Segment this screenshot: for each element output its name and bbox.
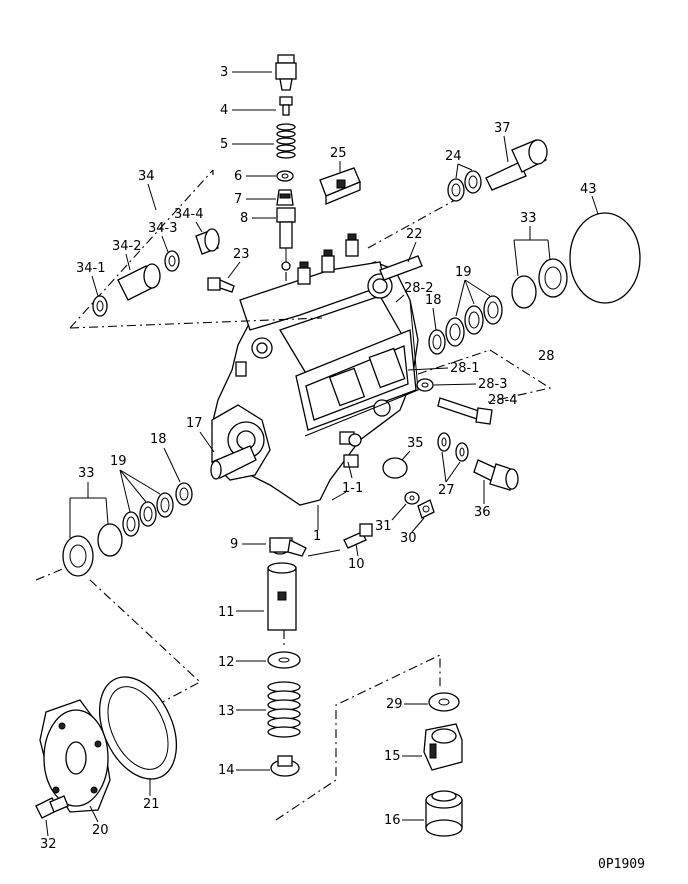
callout-12: 12 [218,655,235,670]
callout-34-1: 34-1 [76,261,106,276]
part-5-spring [276,123,296,159]
part-32-bolt [35,795,69,819]
callout-7: 7 [234,192,242,207]
part-20-flange [39,699,111,813]
callout-22: 22 [406,227,423,242]
part-31-washer [404,491,420,505]
callout-31: 31 [375,519,392,534]
callout-34-3: 34-3 [148,221,178,236]
callout-29: 29 [386,697,403,712]
part-24-washers [447,170,482,202]
callout-8: 8 [240,211,248,226]
part-outlet-fittings [297,233,359,285]
part-36-bolt [473,459,519,491]
callout-20: 20 [92,823,109,838]
part-35-cap [382,457,408,479]
callout-37: 37 [494,121,511,136]
callout-33-left: 33 [78,466,95,481]
callout-36: 36 [474,505,491,520]
callout-10: 10 [348,557,365,572]
part-3-valve-holder [275,54,297,91]
part-15-control-block [423,723,463,771]
part-23-screw [207,277,235,293]
callout-34-4: 34-4 [174,207,204,222]
callout-14: 14 [218,763,235,778]
part-27-washers [437,432,469,462]
callout-19-left: 19 [110,454,127,469]
part-34-2-cap-nut [117,263,161,301]
part-19-shims-left [122,492,174,537]
part-11-sleeve [267,562,297,631]
callout-28-1: 28-1 [450,361,480,376]
part-43-o-ring [569,212,641,304]
part-13-spring [267,681,301,738]
callout-28: 28 [538,349,555,364]
callout-35: 35 [407,436,424,451]
part-34-3-washer [164,250,180,272]
part-8-valve-seat [276,207,296,271]
callout-24: 24 [445,149,462,164]
drawing-code: 0P1909 [598,857,645,872]
callout-33-right: 33 [520,211,537,226]
part-14-spring-seat [270,755,300,777]
part-28-4-bolt [437,397,493,425]
callout-28-4: 28-4 [488,393,518,408]
callout-9: 9 [230,537,238,552]
part-28-3-washer [416,378,434,392]
callout-34: 34 [138,169,155,184]
part-22-pin [379,255,423,281]
part-28-2-gasket [304,299,419,437]
part-19-shims-right [445,295,503,347]
callout-13: 13 [218,704,235,719]
part-12-washer [267,651,301,669]
callout-3: 3 [220,65,228,80]
part-18-washer-right [428,329,446,355]
callout-18-right: 18 [425,293,442,308]
callout-17: 17 [186,416,203,431]
part-21-gasket [99,676,177,780]
callout-16: 16 [384,813,401,828]
part-16-plug [425,790,463,837]
callout-4: 4 [220,103,228,118]
callout-28-2: 28-2 [404,281,434,296]
callout-19-right: 19 [455,265,472,280]
part-37-banjo-bolt [485,139,548,191]
callout-28-3: 28-3 [478,377,508,392]
part-34-1-washer [92,295,108,317]
part-4-stopper [279,96,293,116]
callout-23: 23 [233,247,250,262]
callout-5: 5 [220,137,228,152]
part-10-screw [343,523,373,549]
callout-15: 15 [384,749,401,764]
part-7-delivery-valve [276,189,294,206]
callout-30: 30 [400,531,417,546]
part-18-washer-left [175,482,193,506]
part-34-4-plug [195,228,220,255]
part-33-gear-assembly-right [511,258,568,309]
callout-1-1: 1-1 [342,481,363,496]
part-6-gasket [276,170,294,182]
callout-1: 1 [313,529,321,544]
callout-18-left: 18 [150,432,167,447]
callout-43: 43 [580,182,597,197]
callout-11: 11 [218,605,235,620]
part-25-bracket [319,167,361,205]
callout-32: 32 [40,837,57,852]
callout-21: 21 [143,797,160,812]
callout-34-2: 34-2 [112,239,142,254]
callout-27: 27 [438,483,455,498]
part-33-gear-assembly-left [62,523,123,577]
callout-6: 6 [234,169,242,184]
part-17-drive-shaft [210,445,257,480]
part-30-nut [417,499,435,519]
callout-25: 25 [330,146,347,161]
part-9-gear-lever [269,537,307,557]
part-29-washer [428,692,460,712]
